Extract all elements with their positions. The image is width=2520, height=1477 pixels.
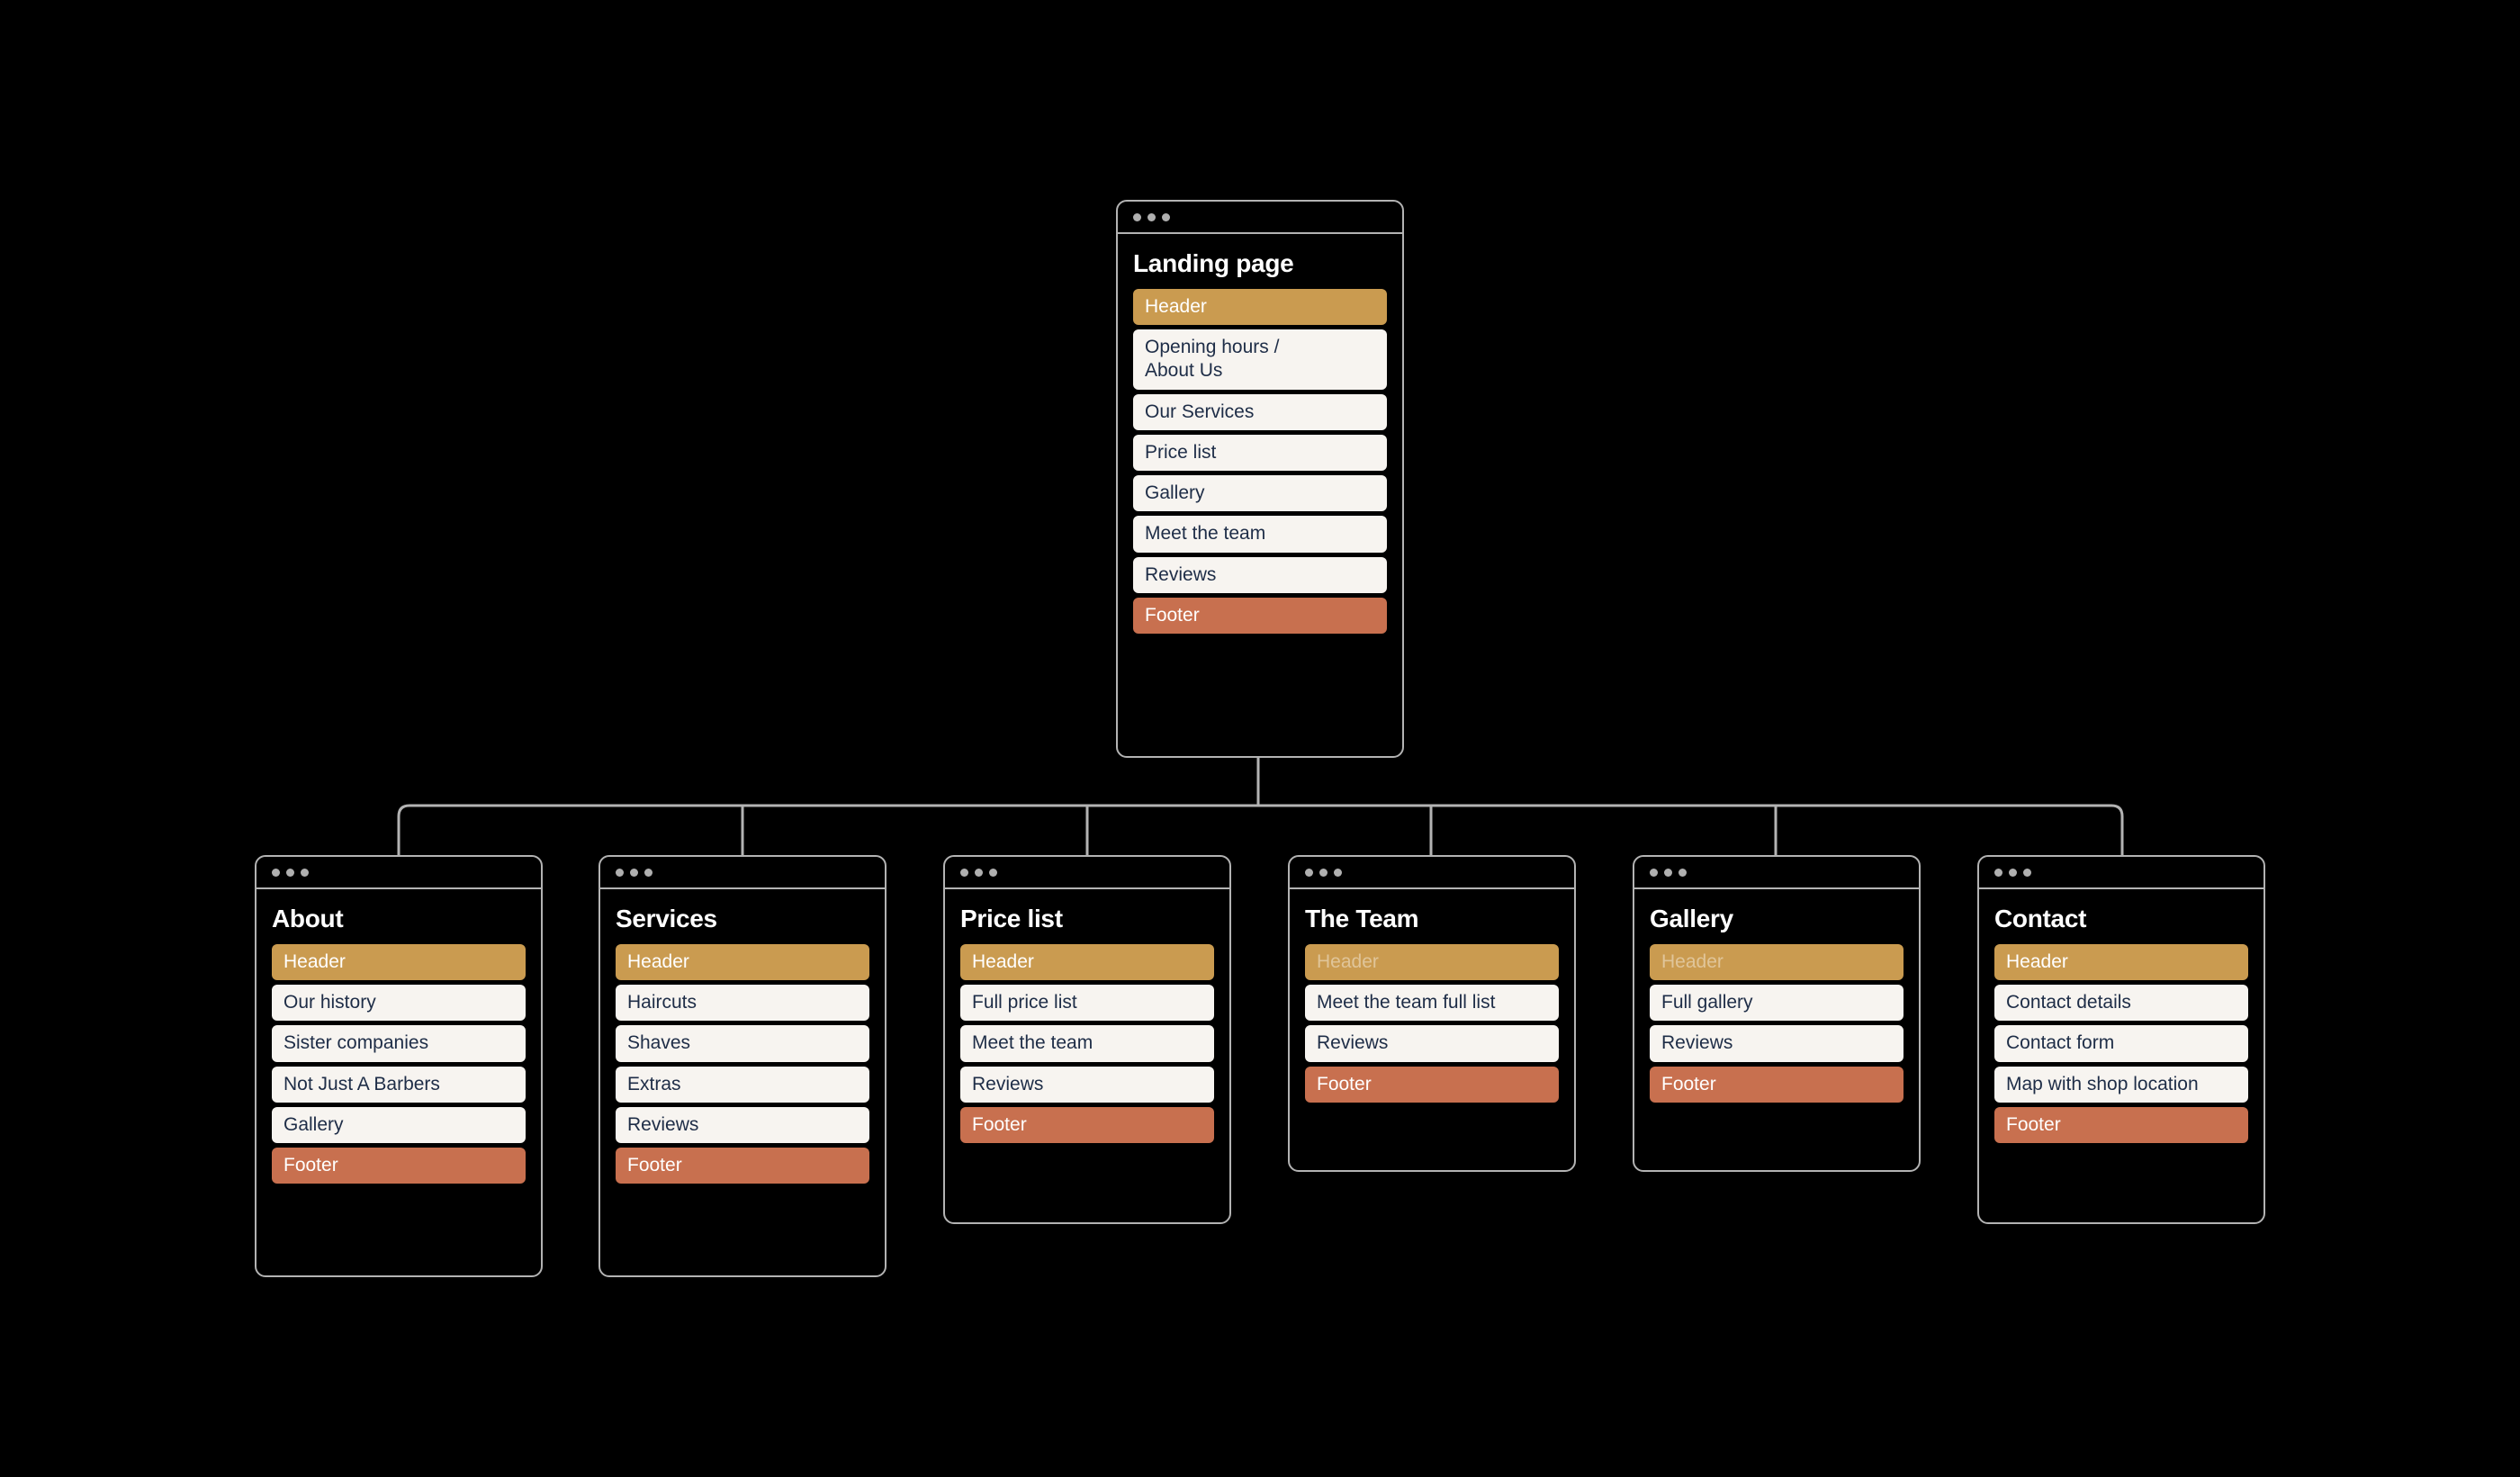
card-title: Price list [960,905,1063,932]
card-title: Services [616,905,717,932]
card-body: Services Header Haircuts Shaves Extras R… [600,889,885,1275]
window-dot-icon [630,868,638,877]
section-block-footer[interactable]: Footer [1305,1066,1559,1103]
sitemap-card-price-list[interactable]: Price list Header Full price list Meet t… [943,855,1231,1224]
block-list: Header Full gallery Reviews Footer [1650,943,1904,1103]
section-block-not-just-a-barbers[interactable]: Not Just A Barbers [272,1066,526,1103]
window-dot-icon [644,868,652,877]
window-titlebar [1290,857,1574,889]
connector-bus [397,804,2124,855]
sitemap-card-contact[interactable]: Contact Header Contact details Contact f… [1977,855,2265,1224]
section-block-meet-the-team-full-list[interactable]: Meet the team full list [1305,985,1559,1022]
section-block-header[interactable]: Header [960,943,1214,981]
section-block-header[interactable]: Header [1994,943,2248,981]
window-dot-icon [1305,868,1313,877]
window-titlebar [1634,857,1919,889]
section-block-footer[interactable]: Footer [1133,597,1387,635]
section-block-footer[interactable]: Footer [1650,1066,1904,1103]
window-dot-icon [1319,868,1328,877]
window-dot-icon [1664,868,1672,877]
section-block-gallery[interactable]: Gallery [272,1106,526,1144]
card-title: Landing page [1133,249,1294,277]
card-body: Gallery Header Full gallery Reviews Foot… [1634,889,1919,1170]
section-block-header[interactable]: Header [272,943,526,981]
window-dot-icon [1334,868,1342,877]
block-line: About Us [1145,360,1223,382]
section-block-footer[interactable]: Footer [1994,1106,2248,1144]
window-dot-icon [1994,868,2002,877]
sitemap-card-the-team[interactable]: The Team Header Meet the team full list … [1288,855,1576,1172]
card-body: Price list Header Full price list Meet t… [945,889,1229,1222]
window-dot-icon [1148,212,1156,221]
block-list: Header Contact details Contact form Map … [1994,943,2248,1144]
window-dot-icon [1162,212,1170,221]
section-block-extras[interactable]: Extras [616,1066,869,1103]
section-block-reviews[interactable]: Reviews [1650,1025,1904,1062]
block-list: Header Our history Sister companies Not … [272,943,526,1184]
window-dot-icon [2023,868,2031,877]
section-block-reviews[interactable]: Reviews [1305,1025,1559,1062]
window-titlebar [600,857,885,889]
section-block-map-with-shop-location[interactable]: Map with shop location [1994,1066,2248,1103]
block-list: Header Full price list Meet the team Rev… [960,943,1214,1144]
section-block-our-services[interactable]: Our Services [1133,393,1387,430]
section-block-footer[interactable]: Footer [272,1148,526,1184]
window-dot-icon [301,868,309,877]
sitemap-card-about[interactable]: About Header Our history Sister companie… [255,855,543,1277]
card-body: About Header Our history Sister companie… [256,889,541,1275]
block-list: Header Haircuts Shaves Extras Reviews Fo… [616,943,869,1184]
section-block-sister-companies[interactable]: Sister companies [272,1025,526,1062]
window-dot-icon [2009,868,2017,877]
window-titlebar [1118,202,1402,234]
card-body: Landing page Header Opening hours / Abou… [1118,234,1402,756]
section-block-footer[interactable]: Footer [616,1148,869,1184]
section-block-opening-hours[interactable]: Opening hours / About Us [1133,329,1387,390]
window-dot-icon [989,868,997,877]
section-block-reviews[interactable]: Reviews [616,1106,869,1144]
window-dot-icon [1678,868,1687,877]
window-dot-icon [272,868,280,877]
section-block-shaves[interactable]: Shaves [616,1025,869,1062]
section-block-meet-the-team[interactable]: Meet the team [960,1025,1214,1062]
card-title: Gallery [1650,905,1733,932]
card-body: Contact Header Contact details Contact f… [1979,889,2264,1222]
card-title: Contact [1994,905,2087,932]
block-list: Header Opening hours / About Us Our Serv… [1133,288,1387,635]
card-title: About [272,905,344,932]
window-titlebar [1979,857,2264,889]
card-body: The Team Header Meet the team full list … [1290,889,1574,1170]
section-block-meet-the-team[interactable]: Meet the team [1133,516,1387,553]
section-block-haircuts[interactable]: Haircuts [616,985,869,1022]
section-block-our-history[interactable]: Our history [272,985,526,1022]
section-block-header[interactable]: Header [1650,943,1904,981]
section-block-contact-details[interactable]: Contact details [1994,985,2248,1022]
card-title: The Team [1305,905,1419,932]
section-block-full-gallery[interactable]: Full gallery [1650,985,1904,1022]
window-dot-icon [975,868,983,877]
section-block-reviews[interactable]: Reviews [960,1066,1214,1103]
window-dot-icon [1133,212,1141,221]
sitemap-card-landing-page[interactable]: Landing page Header Opening hours / Abou… [1116,200,1404,758]
block-list: Header Meet the team full list Reviews F… [1305,943,1559,1103]
section-block-contact-form[interactable]: Contact form [1994,1025,2248,1062]
section-block-full-price-list[interactable]: Full price list [960,985,1214,1022]
window-dot-icon [286,868,294,877]
sitemap-card-services[interactable]: Services Header Haircuts Shaves Extras R… [598,855,886,1277]
section-block-gallery[interactable]: Gallery [1133,475,1387,512]
window-dot-icon [1650,868,1658,877]
block-line: Opening hours / [1145,337,1280,358]
section-block-footer[interactable]: Footer [960,1106,1214,1144]
window-titlebar [945,857,1229,889]
sitemap-card-gallery[interactable]: Gallery Header Full gallery Reviews Foot… [1633,855,1921,1172]
section-block-header[interactable]: Header [616,943,869,981]
section-block-price-list[interactable]: Price list [1133,434,1387,472]
section-block-header[interactable]: Header [1305,943,1559,981]
window-titlebar [256,857,541,889]
section-block-header[interactable]: Header [1133,288,1387,326]
window-dot-icon [960,868,968,877]
section-block-reviews[interactable]: Reviews [1133,556,1387,593]
window-dot-icon [616,868,624,877]
